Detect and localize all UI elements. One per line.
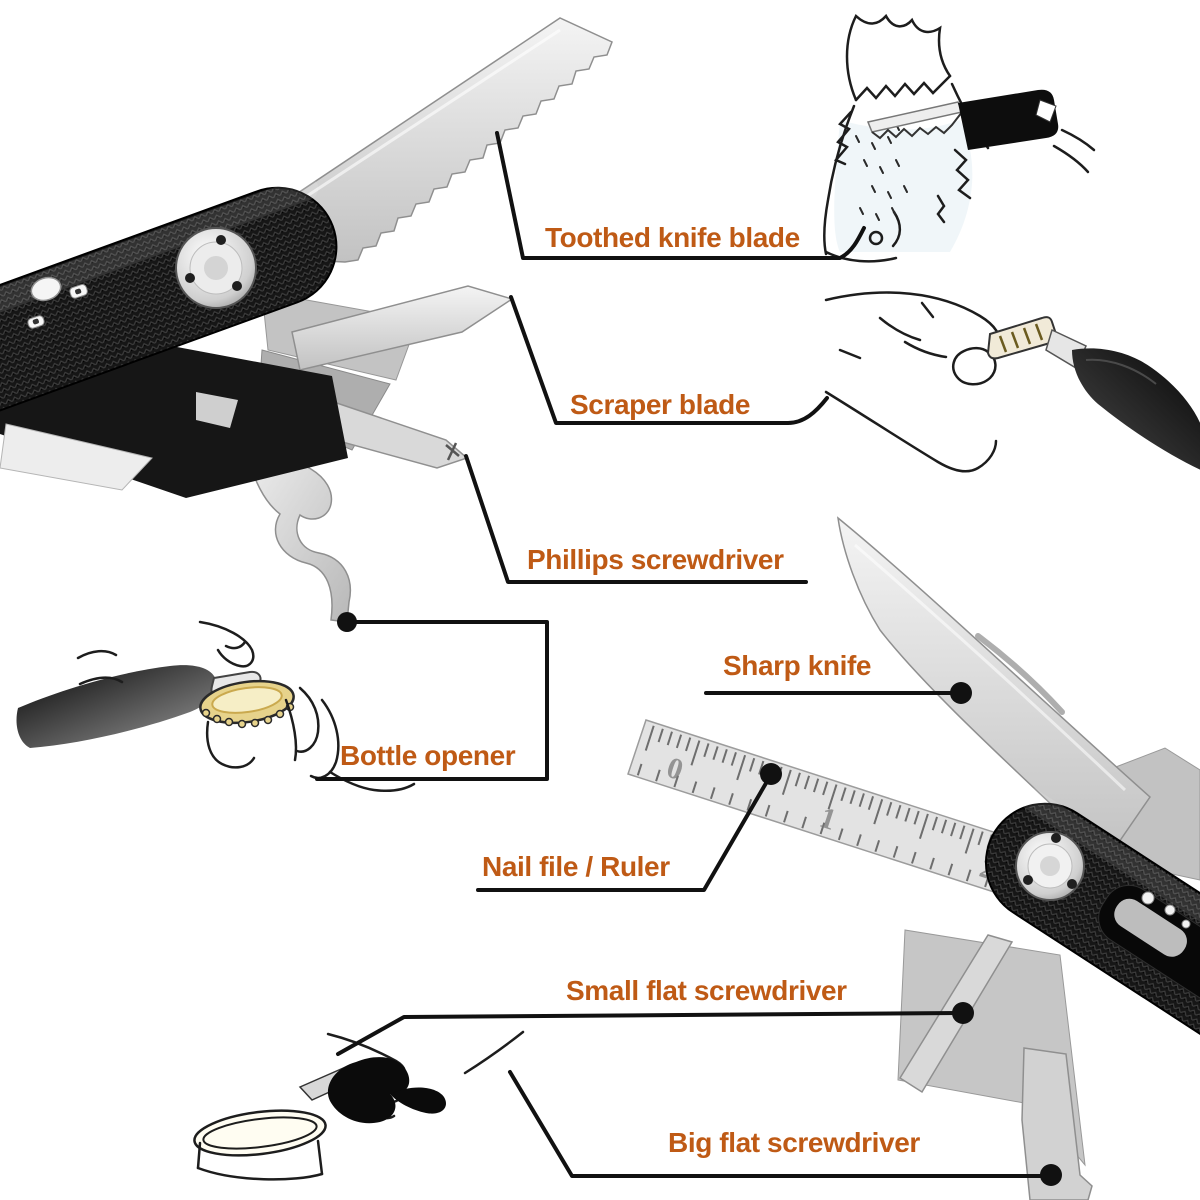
multitool-open-top-photo — [0, 17, 613, 623]
callout-small-flat-screwdriver — [336, 1011, 960, 1056]
label-scraper-blade: Scraper blade — [570, 389, 750, 420]
callout-nail-file-ruler — [476, 776, 771, 892]
bottle-opener-tool — [247, 456, 351, 623]
label-big-flat-screwdriver: Big flat screwdriver — [668, 1127, 920, 1158]
callout-dot — [1040, 1164, 1062, 1186]
bottle-opening-sketch — [16, 620, 416, 792]
big-flat-screwdriver-tool — [1021, 1047, 1093, 1200]
sharp-knife-blade — [836, 516, 1151, 860]
pivot-screw — [1015, 831, 1085, 901]
fish-descaling-sketch — [823, 13, 1096, 263]
label-toothed-knife-blade: Toothed knife blade — [545, 222, 800, 253]
callout-scraper-blade — [509, 295, 829, 425]
callout-phillips-screwdriver — [464, 454, 808, 584]
multitool-open-bottom-photo: 0 1 2 — [627, 516, 1200, 1200]
callout-dots — [337, 612, 1062, 1186]
tool-handle — [0, 186, 338, 540]
callout-lines — [315, 131, 1048, 1178]
pivot-screw — [175, 227, 257, 309]
callout-dot — [950, 682, 972, 704]
label-nail-file-ruler: Nail file / Ruler — [482, 851, 670, 882]
handle-indicator-dots — [27, 276, 88, 329]
lid-prying-sketch — [193, 1030, 525, 1181]
callout-dot — [952, 1002, 974, 1024]
callout-big-flat-screwdriver — [508, 1070, 1048, 1178]
callout-bottle-opener — [315, 620, 549, 781]
bottle-cap — [199, 679, 295, 729]
label-phillips-screwdriver: Phillips screwdriver — [527, 544, 784, 575]
label-bottle-opener: Bottle opener — [340, 740, 516, 771]
label-small-flat-screwdriver: Small flat screwdriver — [566, 975, 847, 1006]
callout-dot — [760, 763, 782, 785]
hand-holding-screw-sketch — [824, 291, 1200, 473]
callout-dot — [337, 612, 357, 632]
label-sharp-knife: Sharp knife — [723, 650, 872, 681]
scraper-blade-tool — [291, 285, 514, 371]
callout-toothed-knife-blade — [495, 131, 866, 260]
handle-indicator-dots — [1141, 891, 1191, 929]
